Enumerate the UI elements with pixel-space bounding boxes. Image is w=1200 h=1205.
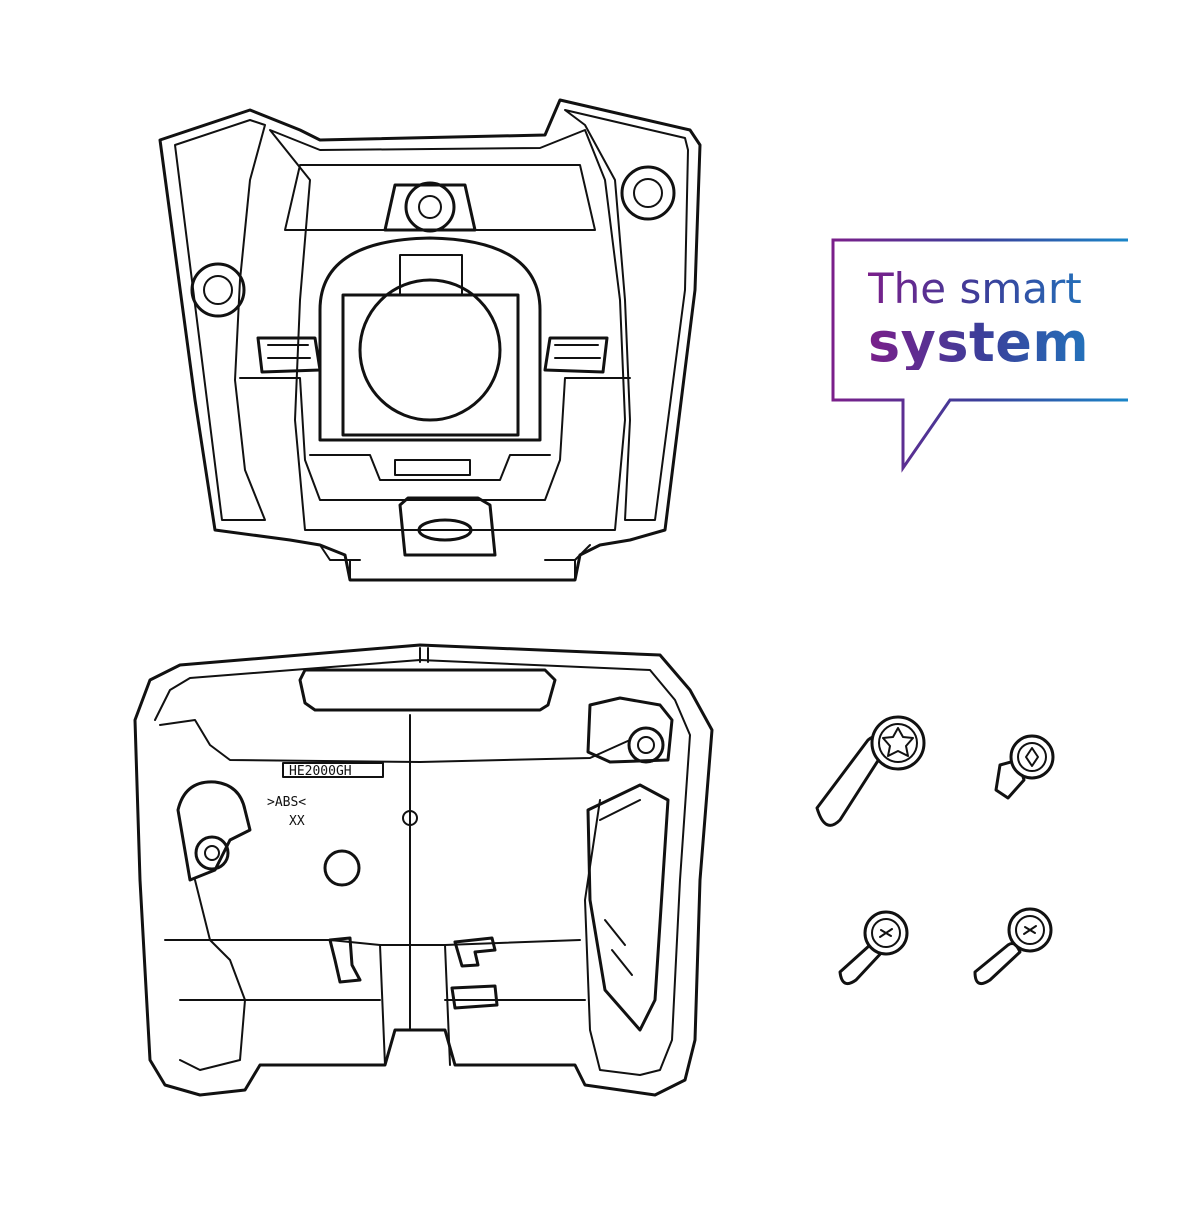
screw-long — [815, 715, 926, 827]
screw-short-right — [973, 907, 1053, 986]
housing-shell-part: HE2000GH >ABS< XX — [133, 643, 714, 1097]
screw-short-left — [838, 910, 909, 986]
smart-system-badge — [831, 238, 1128, 473]
part-code-plate — [282, 762, 384, 778]
variant-code-text: XX — [289, 814, 305, 829]
display-holder-part — [158, 98, 702, 582]
badge-line-2: system — [868, 316, 1128, 370]
part-code-text: HE2000GH — [289, 764, 352, 779]
badge-line-1: The smart — [868, 268, 1128, 310]
material-code-text: >ABS< — [267, 795, 306, 810]
screw-pointed — [994, 734, 1055, 800]
